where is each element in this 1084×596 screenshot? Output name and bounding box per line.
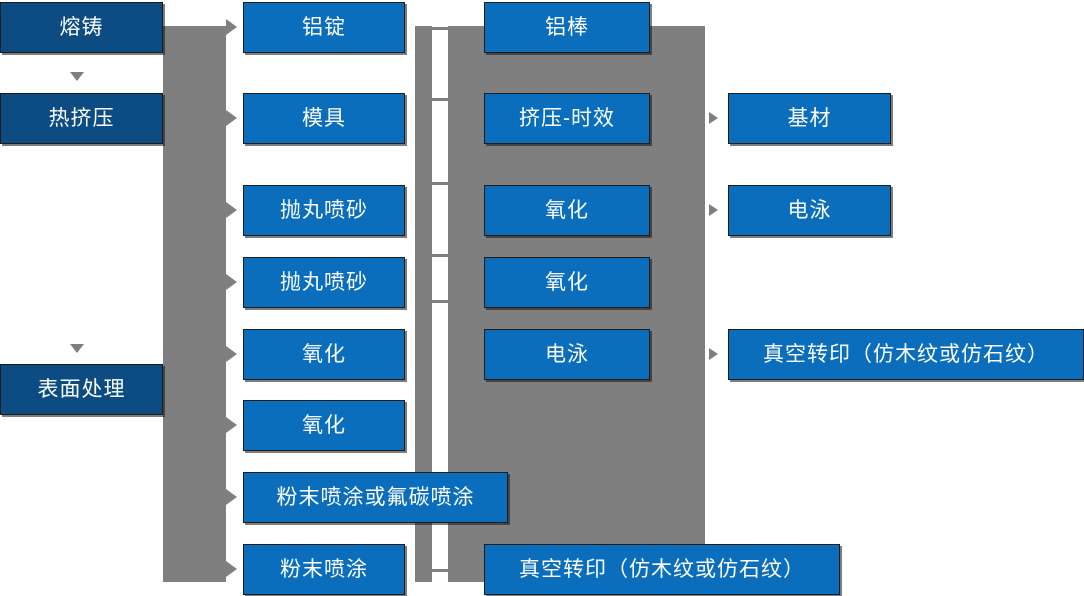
node-powder-or-pvdf[interactable]: 粉末喷涂或氟碳喷涂 xyxy=(243,472,508,523)
node-vacuum-transfer[interactable]: 真空转印（仿木纹或仿石纹） xyxy=(728,329,1084,380)
stage-down-arrow-0 xyxy=(70,72,84,81)
mid-rung-4 xyxy=(432,300,448,303)
node-label: 氧化 xyxy=(545,270,589,294)
node-label: 模具 xyxy=(302,106,346,130)
node-label: 挤压-时效 xyxy=(519,106,615,130)
left-distribution-bus xyxy=(163,26,226,582)
mid-rung-5 xyxy=(432,569,448,572)
node-label: 基材 xyxy=(787,106,832,130)
node-substrate[interactable]: 基材 xyxy=(728,93,891,144)
node-melt-cast[interactable]: 熔铸 xyxy=(0,2,163,53)
node-label: 氧化 xyxy=(302,342,346,366)
bus-arrow-2 xyxy=(226,202,237,218)
stage-down-arrow-1 xyxy=(70,344,84,353)
bus-arrow-7 xyxy=(226,561,237,577)
node-oxidation-col2-1[interactable]: 氧化 xyxy=(243,329,405,380)
surface-treatment-link xyxy=(163,387,185,392)
node-label: 电泳 xyxy=(545,342,589,366)
node-label: 电泳 xyxy=(787,198,832,222)
output-arrow-2 xyxy=(709,348,718,360)
node-aluminium-bar[interactable]: 铝棒 xyxy=(484,2,650,53)
node-label: 热挤压 xyxy=(48,106,115,130)
node-shot-blasting-2[interactable]: 抛丸喷砂 xyxy=(243,257,405,308)
node-electrophoresis[interactable]: 电泳 xyxy=(728,185,891,236)
node-hot-extrusion[interactable]: 热挤压 xyxy=(0,93,163,144)
node-label: 氧化 xyxy=(302,413,346,437)
node-label: 抛丸喷砂 xyxy=(280,270,368,294)
node-shot-blasting-1[interactable]: 抛丸喷砂 xyxy=(243,185,405,236)
mid-rung-0 xyxy=(432,27,448,30)
bus-arrow-0 xyxy=(226,19,237,35)
output-arrow-0 xyxy=(709,112,718,124)
output-arrow-1 xyxy=(709,204,718,216)
bus-arrow-1 xyxy=(226,110,237,126)
node-oxidation-col2-2[interactable]: 氧化 xyxy=(243,400,405,451)
node-vacuum-transfer-col3[interactable]: 真空转印（仿木纹或仿石纹） xyxy=(484,544,840,595)
bus-arrow-4 xyxy=(226,346,237,362)
mid-connector-bar xyxy=(415,26,432,582)
node-label: 粉末喷涂 xyxy=(280,557,368,581)
node-label: 熔铸 xyxy=(59,15,104,39)
node-surface-treatment[interactable]: 表面处理 xyxy=(0,364,163,415)
node-die-mould[interactable]: 模具 xyxy=(243,93,405,144)
node-oxidation-col3-2[interactable]: 氧化 xyxy=(484,257,650,308)
node-label: 真空转印（仿木纹或仿石纹） xyxy=(763,342,1049,366)
node-label: 真空转印（仿木纹或仿石纹） xyxy=(519,557,805,581)
node-label: 氧化 xyxy=(545,198,589,222)
mid-rung-1 xyxy=(432,98,448,101)
mid-rung-3 xyxy=(432,254,448,257)
node-label: 粉末喷涂或氟碳喷涂 xyxy=(276,485,475,509)
node-label: 抛丸喷砂 xyxy=(280,198,368,222)
node-label: 铝锭 xyxy=(302,15,346,39)
node-extrusion-aging[interactable]: 挤压-时效 xyxy=(484,93,650,144)
node-label: 铝棒 xyxy=(545,15,589,39)
bus-arrow-6 xyxy=(226,489,237,505)
node-oxidation-col3-1[interactable]: 氧化 xyxy=(484,185,650,236)
node-electrophoresis-col3[interactable]: 电泳 xyxy=(484,329,650,380)
node-label: 表面处理 xyxy=(37,377,126,401)
node-aluminium-ingot[interactable]: 铝锭 xyxy=(243,2,405,53)
mid-rung-2 xyxy=(432,182,448,185)
bus-arrow-3 xyxy=(226,274,237,290)
node-powder-coating[interactable]: 粉末喷涂 xyxy=(243,544,405,595)
bus-arrow-5 xyxy=(226,417,237,433)
